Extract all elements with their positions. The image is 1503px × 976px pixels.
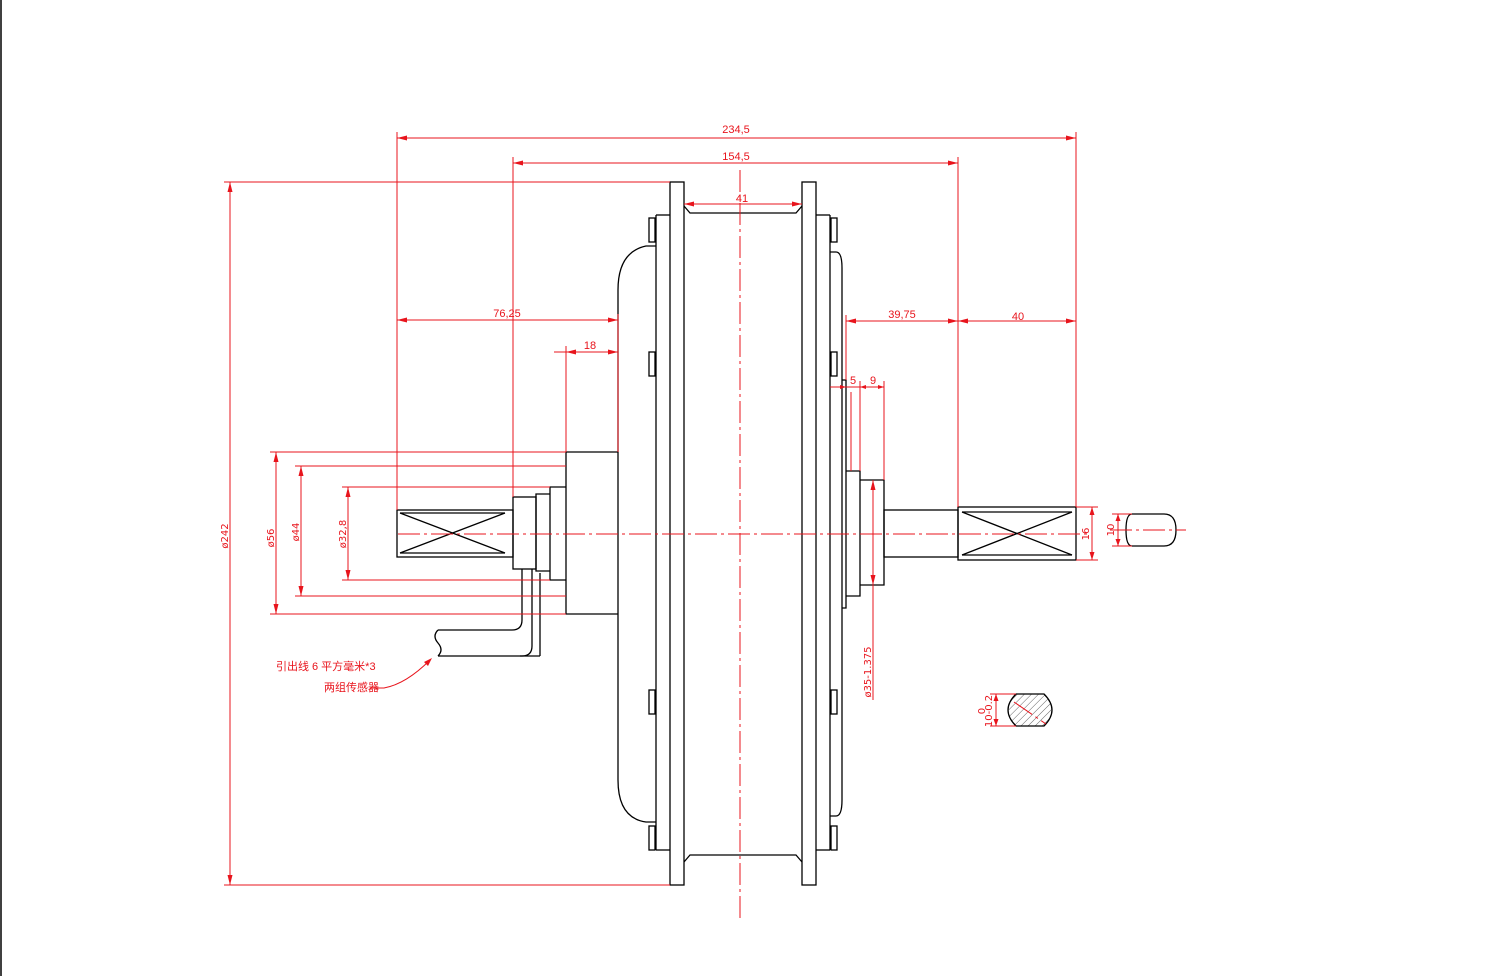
axle-end-view [1125,513,1177,547]
dim-step-9: 9 [870,375,876,387]
dim-dia-44: ø44 [291,523,302,542]
dim-left-offset: 76,25 [493,308,521,320]
dim-dia-35-thread: ø35-1.375 [863,646,874,697]
dim-dia-242: ø242 [220,523,231,548]
dim-overall-length: 234,5 [722,124,750,136]
dim-center-width: 41 [736,193,748,205]
lead-wire-spec: 6 平方毫米*3 [312,659,376,673]
left-nut [512,496,537,570]
dim-section-tolerance: 10-0.2 [984,695,995,727]
axle-section-view [1007,693,1053,727]
left-hub-shell [617,245,656,823]
dim-dia-32-8: ø32,8 [338,520,349,548]
dim-step-5: 5 [850,375,856,387]
spoke-hole [648,217,656,243]
dim-axle-10: 10 [1106,524,1117,537]
annotations: 引出线 6 平方毫米*3 两组传感器 [276,658,432,694]
cable-lead [438,569,523,631]
dim-flange-span: 154,5 [722,151,750,163]
dim-section-tolerance-upper: 0 [977,708,988,714]
center-lines [398,170,1186,918]
dimensions: 234,5 154,5 41 76,25 18 39,75 [220,124,1132,886]
dim-axle-16: 16 [1081,528,1092,541]
dim-right-offset: 39,75 [888,309,916,321]
sensor-note: 两组传感器 [324,680,379,694]
dim-right-axle: 40 [1012,311,1024,323]
dim-dia-56: ø56 [266,529,277,548]
lead-wire-prefix: 引出线 [276,659,309,673]
dim-hub-neck: 18 [584,340,596,352]
